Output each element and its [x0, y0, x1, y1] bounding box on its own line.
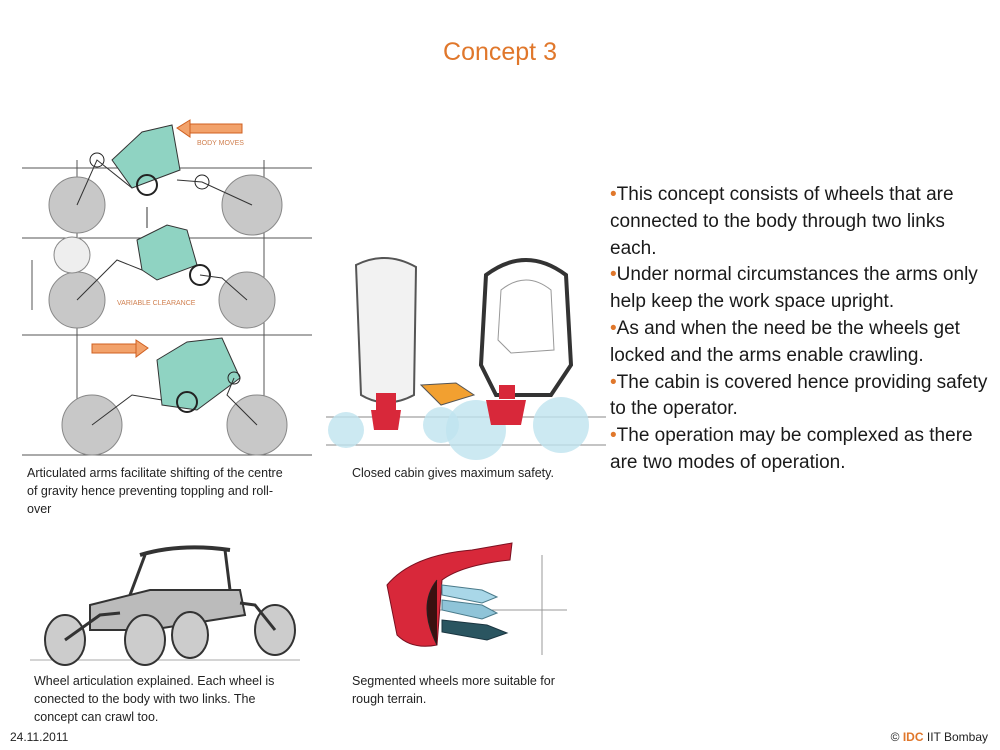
bullet-item: •The operation may be complexed as there…: [610, 423, 990, 477]
bullet-item: •Under normal circumstances the arms onl…: [610, 262, 990, 316]
caption-segmented-wheels: Segmented wheels more suitable for rough…: [352, 674, 555, 706]
bullet-marker: •: [610, 264, 617, 286]
segmented-wheels-sketch: [386, 542, 567, 655]
org-logo-text: IDC: [902, 730, 924, 744]
bullet-item: •This concept consists of wheels that ar…: [610, 182, 990, 262]
bullet-text: As and when the need be the wheels get l…: [610, 317, 960, 366]
footer-branding: © IDC IIT Bombay: [891, 730, 988, 744]
concept-bullet-list: •This concept consists of wheels that ar…: [610, 182, 990, 477]
bullet-text: The cabin is covered hence providing saf…: [610, 371, 988, 420]
bullet-text: The operation may be complexed as there …: [610, 425, 973, 473]
slide-title: Concept 3: [443, 38, 557, 66]
caption-closed-cabin: Closed cabin gives maximum safety.: [352, 466, 554, 480]
annotation-body-moves: BODY MOVES: [197, 140, 244, 147]
annotation-variable-clearance: VARIABLE CLEARANCE: [117, 300, 196, 307]
bullet-text: Under normal circumstances the arms only…: [610, 264, 978, 313]
copyright-icon: ©: [890, 730, 900, 744]
bullet-marker: •: [610, 184, 617, 205]
footer-date: 24.11.2011: [10, 730, 69, 744]
org-name: IIT Bombay: [926, 730, 988, 744]
bullet-marker: •: [610, 371, 617, 393]
bullet-text: This concept consists of wheels that are…: [610, 184, 954, 259]
bullet-marker: •: [610, 425, 617, 447]
bullet-marker: •: [610, 317, 617, 339]
caption-articulated-arms: Articulated arms facilitate shifting of …: [27, 466, 283, 516]
closed-cabin-sketch: [326, 256, 606, 460]
wheel-articulation-sketch: [30, 545, 300, 666]
caption-wheel-articulation: Wheel articulation explained. Each wheel…: [34, 674, 275, 724]
bullet-item: •The cabin is covered hence providing sa…: [610, 370, 990, 424]
articulated-arms-sketch: BODY MOVES VARIABLE CLEARANCE: [22, 119, 312, 456]
bullet-item: •As and when the need be the wheels get …: [610, 316, 990, 370]
